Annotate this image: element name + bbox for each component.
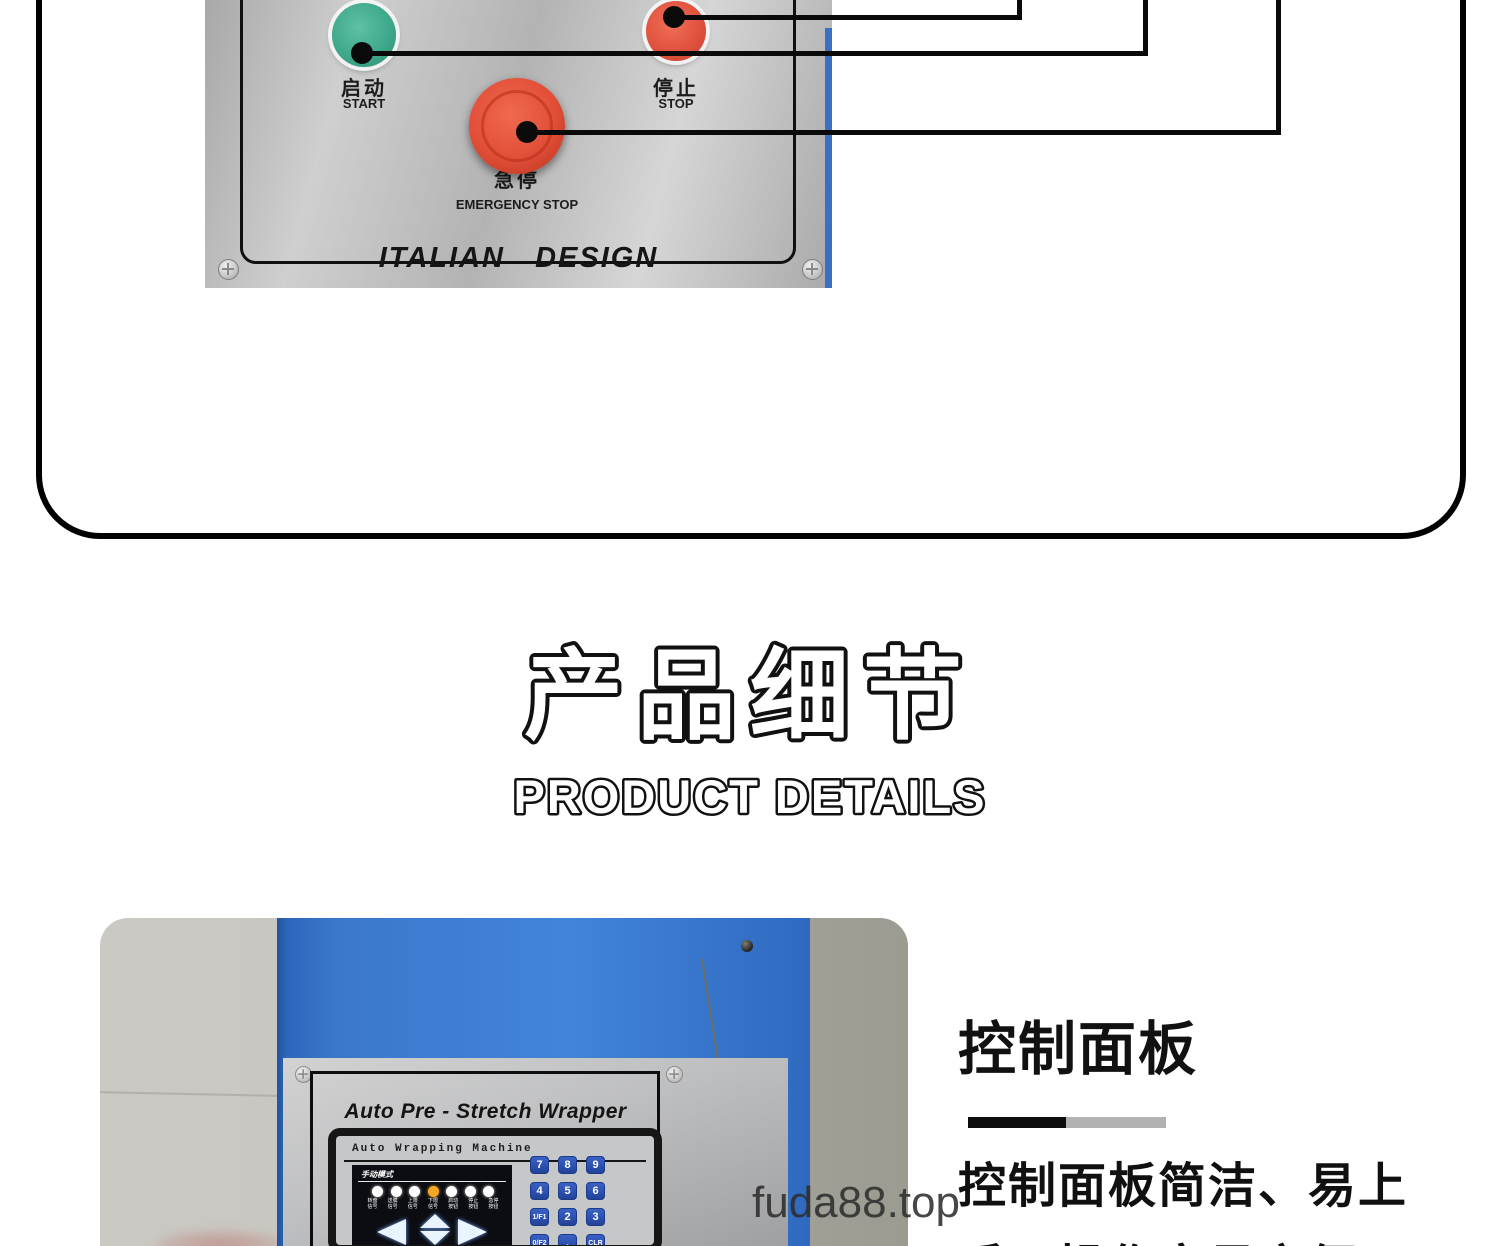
key-8: 8 — [558, 1156, 577, 1174]
numeric-keypad: 7 8 9 4 5 6 1/F1 2 3 0/F2 . CLR — [530, 1156, 605, 1245]
screw-icon — [802, 259, 823, 280]
stop-label-en: STOP — [658, 96, 694, 111]
controller-faceplate: Auto Wrapping Machine 手动模式 — [336, 1136, 654, 1245]
indicator-dot — [390, 1186, 402, 1197]
feature-divider-gray — [1066, 1117, 1166, 1128]
machine-blue-edge — [825, 28, 832, 288]
key-5: 5 — [558, 1182, 577, 1200]
indicator-dot-active — [427, 1186, 439, 1197]
metal-panel: Auto Pre - Stretch Wrapper Auto Wrapping… — [283, 1058, 788, 1246]
callout-line-stop-vertical — [1017, 0, 1022, 20]
screw-icon — [666, 1066, 683, 1083]
key-0-f2: 0/F2 — [530, 1234, 549, 1245]
italian-design-text: ITALIAN DESIGN — [378, 242, 659, 274]
indicator-label: 转盘信号 — [367, 1198, 378, 1210]
emergency-label-en: EMERGENCY STOP — [455, 197, 579, 212]
indicator-label: 下限信号 — [427, 1198, 438, 1210]
indicator-dot — [409, 1186, 420, 1197]
wall-screw-icon — [741, 940, 753, 952]
indicator-dots — [372, 1186, 494, 1197]
key-dot: . — [558, 1234, 577, 1245]
panel-title: Auto Pre - Stretch Wrapper — [344, 1100, 627, 1123]
section-title-en: PRODUCT DETAILS — [513, 770, 986, 823]
indicator-label: 停止按钮 — [468, 1198, 479, 1210]
feature-body: 控制面板简洁、易上 手，操作容易方便 — [958, 1146, 1458, 1246]
watermark-text: fuda88.top — [752, 1178, 960, 1227]
key-3: 3 — [586, 1208, 605, 1226]
feature-heading: 控制面板 — [958, 1017, 1199, 1082]
indicator-labels: 转盘信号 送膜信号 上限信号 下限信号 启动按钮 停止按钮 急停按钮 — [366, 1198, 500, 1210]
callout-line-stop — [674, 15, 1022, 20]
callout-line-emergency-vertical — [1276, 0, 1281, 135]
indicator-dot — [446, 1186, 457, 1197]
screen-mode-underline — [358, 1181, 506, 1182]
section-title: 产品细节 PRODUCT DETAILS — [511, 636, 987, 826]
emergency-label-zh: 急停 — [494, 170, 540, 192]
rounded-section-frame — [36, 0, 1466, 539]
section-title-zh: 产品细节 — [524, 640, 976, 751]
start-label-en: START — [342, 96, 386, 111]
arrow-left-icon — [377, 1219, 406, 1245]
lcd-screen: 手动模式 转盘信号 送膜信号 — [352, 1165, 512, 1245]
key-4: 4 — [530, 1182, 549, 1200]
indicator-label: 启动按钮 — [448, 1198, 459, 1210]
feature-body-line1: 控制面板简洁、易上 — [958, 1160, 1409, 1213]
arrow-down-icon — [420, 1231, 450, 1245]
indicator-label: 急停按钮 — [488, 1198, 499, 1210]
stop-label-zh: 停止 — [653, 78, 699, 100]
start-label-zh: 启动 — [341, 78, 387, 100]
button-panel-photo: 启动 START 停止 STOP 急停 EMERGENCY STOP ITALI… — [205, 0, 832, 288]
display-title: Auto Wrapping Machine — [352, 1143, 533, 1155]
control-panel-photo: Auto Pre - Stretch Wrapper Auto Wrapping… — [100, 918, 908, 1246]
wall-crease — [100, 1091, 279, 1097]
key-1-f1: 1/F1 — [530, 1208, 549, 1226]
key-clr: CLR — [586, 1234, 605, 1245]
key-7: 7 — [530, 1156, 549, 1174]
feature-body-line2: 手，操作容易方便 — [958, 1228, 1458, 1246]
indicator-dot — [483, 1186, 494, 1197]
key-9: 9 — [586, 1156, 605, 1174]
callout-line-start — [362, 51, 1148, 56]
indicator-dot — [372, 1186, 383, 1197]
key-6: 6 — [586, 1182, 605, 1200]
indicator-label: 送膜信号 — [387, 1198, 398, 1210]
screw-icon — [218, 259, 239, 280]
key-2: 2 — [558, 1208, 577, 1226]
screen-mode-label: 手动模式 — [361, 1170, 393, 1179]
controller-display: Auto Wrapping Machine 手动模式 — [328, 1128, 662, 1246]
display-divider — [344, 1160, 646, 1162]
feature-divider-black — [968, 1117, 1066, 1128]
indicator-dot — [464, 1186, 476, 1197]
arrow-up-icon — [420, 1214, 450, 1228]
foreground-blur — [155, 1230, 285, 1246]
callout-line-emergency — [527, 130, 1281, 135]
indicator-label: 上限信号 — [407, 1198, 418, 1210]
arrow-right-icon — [458, 1219, 487, 1245]
callout-line-start-vertical — [1143, 0, 1148, 56]
